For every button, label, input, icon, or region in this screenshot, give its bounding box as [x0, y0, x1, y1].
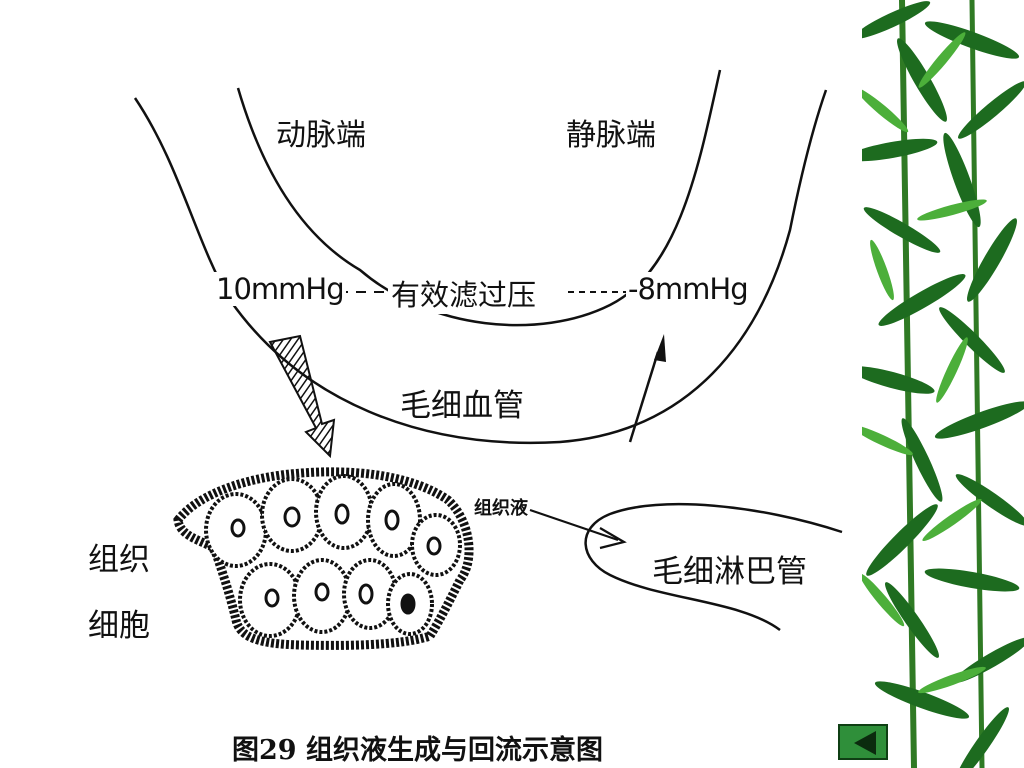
capillary-outer-wall — [133, 89, 828, 445]
venous-end-label: 静脉端 — [566, 118, 656, 153]
tissue-fluid-arrow — [529, 508, 627, 550]
capillary-inner-wall — [236, 69, 722, 327]
triangle-left-icon — [854, 731, 876, 755]
arterial-end-label: 动脉端 — [276, 118, 366, 153]
effective-filtration-pressure-label: 有效滤过压 — [388, 272, 540, 314]
lymph-capillary-label: 毛细淋巴管 — [652, 554, 807, 590]
lymph-capillary-wall — [584, 502, 843, 632]
bamboo-decoration — [862, 0, 1024, 768]
tissue-cells-cluster — [173, 467, 474, 650]
tissue-fluid-label: 组织液 — [474, 498, 528, 519]
capillary-label: 毛细血管 — [400, 388, 524, 424]
tissue-cells-label-line1: 组织 — [88, 542, 150, 578]
back-button[interactable] — [838, 724, 888, 760]
tissue-cells-label-line2: 细胞 — [88, 608, 150, 644]
figure-caption: 图29 组织液生成与回流示意图 — [232, 735, 603, 766]
arterial-pressure-label: 10mmHg — [214, 272, 346, 306]
reabsorption-arrow — [628, 334, 666, 443]
filtration-arrow — [268, 334, 336, 459]
venous-pressure-label: -8mmHg — [626, 272, 750, 306]
